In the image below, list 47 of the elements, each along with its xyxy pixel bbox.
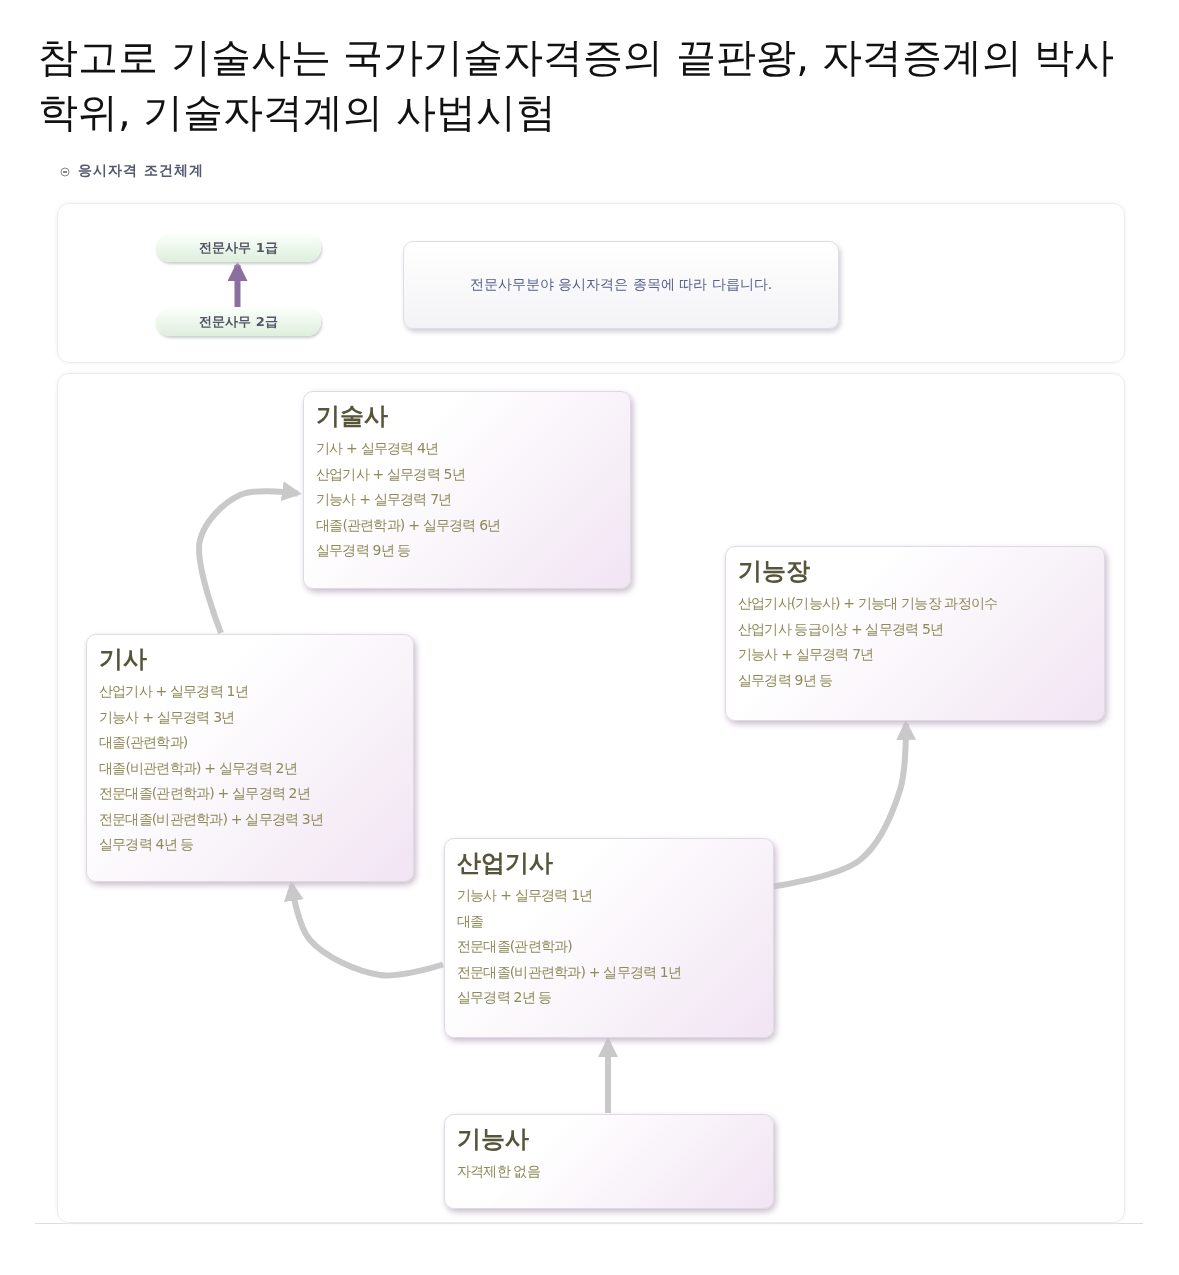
- requirement-text: 전문대졸(관련학과): [457, 937, 572, 956]
- requirement-text: 산업기사 + 실무경력 1년: [99, 682, 248, 701]
- arrow: [772, 720, 917, 890]
- requirement-text: 전문대졸(관련학과) + 실무경력 2년: [99, 784, 310, 803]
- requirement-text: 실무경력 9년 등: [738, 670, 833, 690]
- requirement-text: 산업기사 + 실무경력 5년: [316, 464, 465, 484]
- requirement-text: 실무경력 4년 등: [99, 835, 194, 854]
- level-box: [156, 234, 321, 262]
- requirement-text: 산업기사 등급이상 + 실무경력 5년: [738, 619, 944, 639]
- level-box: [156, 308, 321, 336]
- level-card: [86, 634, 414, 882]
- requirement-text: 전문대졸(비관련학과) + 실무경력 1년: [457, 962, 682, 982]
- level-label: 전문사무 1급: [199, 239, 278, 257]
- level-title: 기능사: [457, 1124, 529, 1155]
- requirement-text: 기능사 + 실무경력 7년: [738, 645, 874, 664]
- requirement-text: 전문대졸(비관련학과) + 실무경력 3년: [99, 809, 324, 829]
- requirement-text: 대졸(관련학과) + 실무경력 6년: [316, 515, 501, 535]
- requirement-text: 기능사 + 실무경력 3년: [99, 707, 235, 727]
- requirement-text: 산업기사(기능사) + 기능대 기능장 과정이수: [738, 594, 998, 613]
- requirement-text: 대졸(관련학과): [99, 733, 188, 752]
- panel-background: [57, 203, 1125, 363]
- arrow: [284, 880, 444, 979]
- level-title: 기사: [99, 644, 147, 675]
- section-label: 응시자격 조건체계: [78, 162, 204, 180]
- level-title: 기술사: [316, 401, 388, 432]
- level-card: [725, 546, 1105, 721]
- requirement-text: 기능사 + 실무경력 7년: [316, 490, 452, 509]
- arrow: [598, 1037, 618, 1113]
- requirement-text: 실무경력 9년 등: [316, 541, 411, 560]
- arrow: [196, 481, 302, 635]
- note-text: 전문사무분야 응시자격은 종목에 따라 다릅니다.: [469, 276, 773, 294]
- level-card: [444, 838, 774, 1038]
- level-card: [444, 1114, 774, 1209]
- level-title: 산업기사: [457, 848, 553, 879]
- level-label: 전문사무 2급: [199, 313, 278, 331]
- note-box: [403, 241, 839, 329]
- level-card: [303, 391, 631, 589]
- requirement-text: 대졸: [457, 911, 484, 931]
- requirement-text: 기능사 + 실무경력 1년: [457, 886, 593, 905]
- arrow: [227, 261, 248, 307]
- heading: 참고로 기술사는 국가기술자격증의 끝판왕, 자격증계의 박사 학위, 기술자격계의 사법시험: [38, 33, 1116, 137]
- panel-background: [57, 373, 1125, 1223]
- requirement-text: 기사 + 실무경력 4년: [316, 439, 439, 458]
- requirement-text: 실무경력 2년 등: [457, 988, 552, 1007]
- requirement-text: 자격제한 없음: [457, 1162, 540, 1181]
- level-title: 기능장: [738, 556, 810, 587]
- requirement-text: 대졸(비관련학과) + 실무경력 2년: [99, 758, 297, 778]
